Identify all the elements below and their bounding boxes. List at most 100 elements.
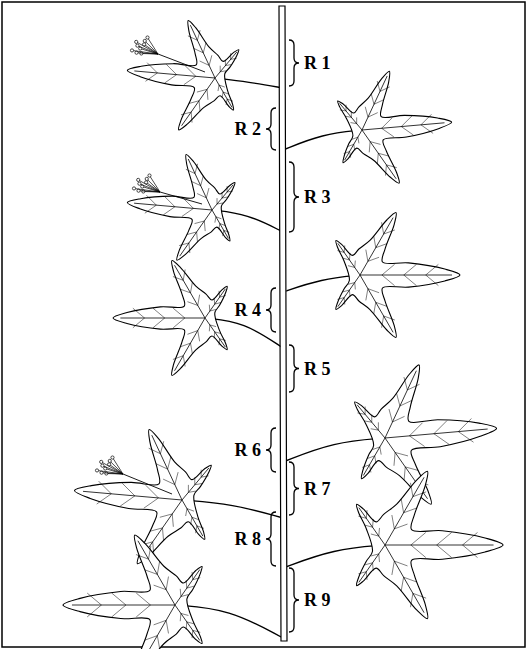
flower-stalk <box>158 54 205 72</box>
leaf-veinlet <box>189 101 199 104</box>
leaf-veinlet <box>209 325 211 331</box>
leaf-veinlet <box>382 128 394 137</box>
leaf-veinlet <box>372 519 374 527</box>
leaf-veinlet <box>365 525 373 527</box>
leaf-veinlet <box>411 532 426 545</box>
brace <box>289 462 299 515</box>
leaf-veinlet <box>222 92 223 98</box>
leaf-veinlet <box>201 470 202 478</box>
leaf-vein <box>134 203 212 210</box>
leaf-veinlet <box>437 545 452 558</box>
leaf-vein <box>175 605 200 640</box>
leaf-veinlet <box>187 331 197 335</box>
stem <box>279 6 287 641</box>
leaf-veinlet <box>225 59 226 65</box>
flower-bud <box>136 44 139 47</box>
leaf-veinlet <box>217 203 223 204</box>
leaf-veinlet <box>136 605 150 617</box>
brace-group <box>266 40 299 632</box>
leaf-vein <box>182 500 203 536</box>
leaf-veinlet <box>175 472 178 484</box>
leaf-vein <box>83 491 182 500</box>
leaf-veinlet <box>195 164 198 174</box>
flower-part <box>138 180 160 192</box>
leaf-veinlet <box>193 578 201 580</box>
leaf-veinlet <box>187 622 195 624</box>
leaf-veinlet <box>191 112 193 122</box>
leaf-veinlet <box>231 58 237 59</box>
leaf-veinlet <box>345 116 351 117</box>
leaf-veinlet <box>186 169 195 173</box>
leaf <box>283 365 497 504</box>
leaf-veinlet <box>370 142 380 145</box>
leaf-vein <box>215 52 237 78</box>
leaf-veinlet <box>350 152 351 158</box>
leaf-vein <box>212 210 228 238</box>
leaf-veinlet <box>154 620 167 625</box>
leaf-veinlet <box>204 221 206 231</box>
leaf-veinlet <box>378 422 379 430</box>
leaf-veinlet <box>392 416 404 422</box>
internode-label: R 5 <box>303 359 332 379</box>
leaf-veinlet <box>201 476 208 477</box>
leaf-veinlet <box>153 308 165 318</box>
flower-bud <box>140 52 143 55</box>
leaf-veinlet <box>219 339 221 345</box>
leaf-veinlet <box>404 264 417 275</box>
brace <box>266 428 276 472</box>
leaf-vein <box>138 541 175 605</box>
leaf-veinlet <box>346 105 347 111</box>
leaf-vein <box>359 545 385 582</box>
leaf-veinlet <box>366 510 368 518</box>
leaf-veinlet <box>165 75 177 83</box>
leaf-vein <box>190 25 215 78</box>
leaf-veinlet <box>198 295 200 306</box>
leaf-vein <box>182 468 209 500</box>
leaf-veinlet <box>392 515 394 529</box>
internode-label: R 2 <box>234 119 263 139</box>
leaf-vein <box>362 130 396 179</box>
leaf-veinlet <box>377 153 379 164</box>
flower-bud <box>143 43 146 46</box>
flower-bud <box>101 464 104 467</box>
leaf-veinlet <box>401 499 403 513</box>
leaf-veinlet <box>198 331 200 342</box>
leaf-veinlet <box>188 243 190 253</box>
leaf-veinlet <box>354 283 356 290</box>
leaf-veinlet <box>188 36 198 40</box>
leaf <box>283 71 452 183</box>
leaf-veinlet <box>463 532 478 545</box>
leaf-veinlet <box>227 191 233 192</box>
leaf-veinlet <box>181 613 189 615</box>
leaf-vein <box>175 570 200 605</box>
flower-bud <box>100 460 103 463</box>
internode-label: R 6 <box>234 440 263 460</box>
leaf-veinlet <box>343 290 350 292</box>
leaf-veinlet <box>371 534 379 536</box>
leaf-veinlet <box>348 283 355 285</box>
leaf-veinlet <box>369 142 371 153</box>
leaf-veinlet <box>374 100 384 105</box>
leaf-veinlet <box>188 485 189 493</box>
leaf-veinlet <box>192 517 199 520</box>
leaf-veinlet <box>149 546 151 559</box>
leaf-veinlet <box>157 561 159 574</box>
brace <box>266 108 276 150</box>
leaf-veinlet <box>366 572 368 580</box>
leaf-veinlet <box>197 89 207 92</box>
flower-stalk <box>160 192 202 204</box>
leaf-blade <box>63 535 202 649</box>
flower-bud <box>146 36 149 39</box>
flower-bud <box>111 456 114 459</box>
leaf-veinlet <box>343 258 350 260</box>
flower-bud <box>132 187 135 190</box>
leaf <box>127 21 283 130</box>
leaf-veinlet <box>181 595 189 597</box>
leaf-veinlet <box>426 275 439 286</box>
leaf-veinlet <box>187 586 195 588</box>
leaf-veinlet <box>180 289 190 293</box>
leaf-veinlet <box>215 217 216 223</box>
leaf-veinlet <box>191 517 192 524</box>
leaf-veinlet <box>366 250 368 262</box>
leaf-vein <box>345 130 362 160</box>
